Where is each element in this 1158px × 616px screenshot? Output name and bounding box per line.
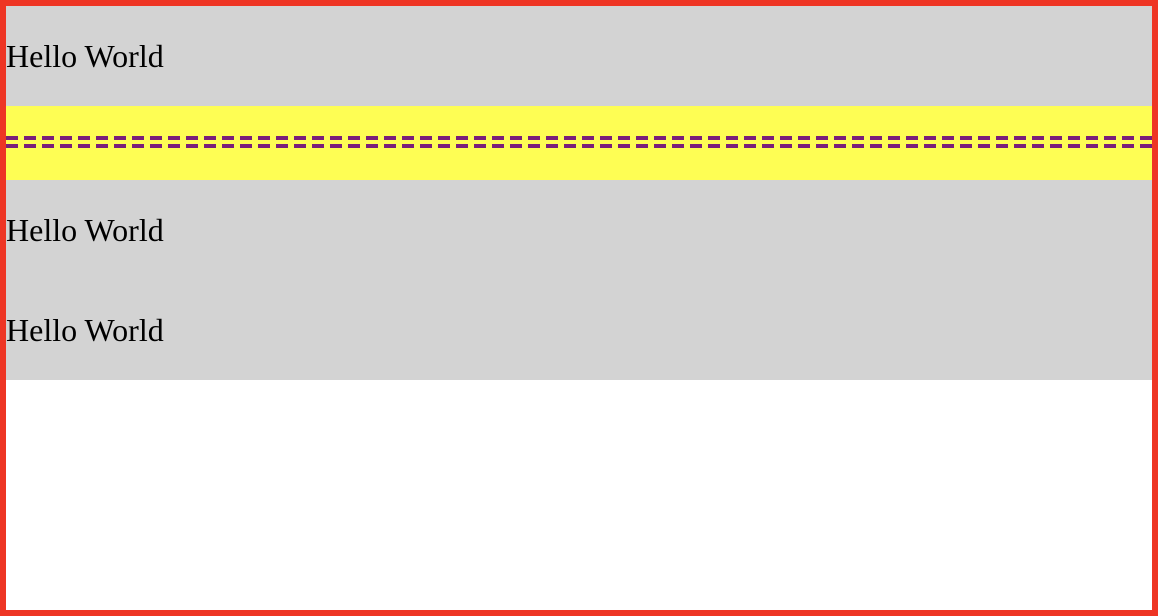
dash-line-top xyxy=(6,136,1152,140)
double-dashed-line xyxy=(6,136,1152,148)
hello-world-text: Hello World xyxy=(6,312,164,348)
dash-line-bottom xyxy=(6,144,1152,148)
hello-world-text: Hello World xyxy=(6,212,164,248)
hello-world-row-2: Hello World xyxy=(6,180,1152,280)
hello-world-row-1: Hello World xyxy=(6,6,1152,106)
hello-world-text: Hello World xyxy=(6,38,164,74)
hello-world-row-3: Hello World xyxy=(6,280,1152,380)
dashed-separator xyxy=(6,106,1152,180)
